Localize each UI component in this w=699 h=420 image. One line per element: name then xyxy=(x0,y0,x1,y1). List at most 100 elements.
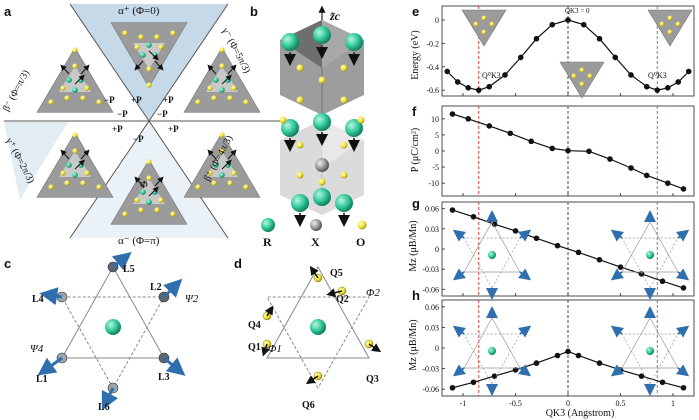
tile-inner xyxy=(59,66,91,92)
label-Q2: Q2 xyxy=(336,294,349,305)
data-point xyxy=(491,221,498,227)
inset-tile xyxy=(559,61,605,99)
data-point xyxy=(486,83,493,90)
oxygen-atom xyxy=(154,34,160,40)
inset-atom xyxy=(489,21,495,27)
o-atom-sphere xyxy=(318,76,326,84)
oxygen-atom xyxy=(211,95,217,101)
label-L2: L2 xyxy=(150,282,162,293)
oxygen-atom xyxy=(146,66,152,72)
y-tick-label: -0.4 xyxy=(426,63,439,72)
data-point xyxy=(486,123,493,129)
oxygen-atom xyxy=(243,184,249,190)
label-L6: L6 xyxy=(98,402,110,413)
oxygen-atom xyxy=(138,34,144,40)
data-point xyxy=(680,186,687,192)
r-atom xyxy=(146,199,152,205)
spin-arrow xyxy=(39,287,63,306)
oxygen-atom xyxy=(72,47,78,53)
data-point xyxy=(596,35,603,42)
pol-label: −P xyxy=(104,95,115,105)
data-point xyxy=(565,147,571,154)
inset-spin-arrow xyxy=(518,229,532,242)
inset-triangle xyxy=(463,317,521,369)
oxygen-atom xyxy=(154,207,160,213)
annot-q0-right: Q⁰K3 xyxy=(648,71,667,80)
data-point xyxy=(596,360,603,366)
label-alpha-minus: α⁻ (Φ=π) xyxy=(118,235,160,247)
inset-spin-arrow xyxy=(452,268,466,281)
inset-tile xyxy=(647,9,693,47)
pol-label: +P xyxy=(131,95,142,105)
panel-label-e: e xyxy=(412,4,419,19)
oxygen-atom xyxy=(207,85,213,91)
oxygen-atom xyxy=(134,197,140,203)
data-point xyxy=(533,360,540,366)
y-tick-label: 10 xyxy=(431,115,439,124)
data-point xyxy=(533,235,540,242)
oxygen-atom xyxy=(231,85,237,91)
displacement-arrow xyxy=(326,288,343,298)
panel-e: e Energy (eV) QK3 = 0 Q⁰K3 Q⁰K3 xyxy=(410,4,667,80)
r-atom-sphere xyxy=(313,188,331,206)
xlabel-shared: QK3 (Angstrom) xyxy=(546,408,615,419)
oxygen-atom xyxy=(80,95,86,101)
data-point xyxy=(491,373,498,379)
oxygen-atom xyxy=(195,184,201,190)
legend-R-sphere xyxy=(261,218,275,232)
inset-atom xyxy=(571,73,577,79)
inset-triangle xyxy=(621,221,679,273)
panel-label-d: d xyxy=(234,256,242,271)
oxygen-atom xyxy=(243,99,249,105)
spin-arrow xyxy=(80,64,90,75)
triangle-down xyxy=(61,296,165,390)
r-atom xyxy=(219,87,225,93)
r-atom-sphere xyxy=(291,194,309,212)
o-atom-sphere xyxy=(340,141,348,149)
spin-arrow xyxy=(60,149,70,160)
panel-g: g Mz (μB/Mn) xyxy=(408,196,420,272)
data-point xyxy=(565,17,571,23)
pol-label: −P xyxy=(157,109,168,119)
legend-X-label: X xyxy=(311,235,320,249)
inset-spin-arrow xyxy=(518,364,532,377)
y-tick-label: -0.03 xyxy=(422,265,439,274)
panel-b: b z̃c R X O xyxy=(250,4,367,249)
spin-arrow xyxy=(207,149,217,160)
inset-atom xyxy=(481,29,487,35)
data-point xyxy=(449,384,456,391)
r-atom-sphere xyxy=(281,33,299,51)
spin-arrow xyxy=(134,176,144,187)
pol-label: +P xyxy=(163,95,174,105)
phi-symbol: Φ xyxy=(140,180,148,191)
inset-spin-arrow xyxy=(610,325,624,338)
pol-label: −P xyxy=(133,134,144,144)
annot-q0-left: Q⁰K3 xyxy=(482,71,501,80)
inset-atom xyxy=(659,21,665,27)
inset-r-atom xyxy=(488,251,496,259)
oxygen-atom xyxy=(207,170,213,176)
oxygen-atom xyxy=(170,30,176,36)
data-point xyxy=(659,379,666,386)
r-atom xyxy=(66,77,72,83)
data-point xyxy=(638,271,645,277)
oxygen-atom xyxy=(158,197,164,203)
r-atom-sphere xyxy=(281,119,299,137)
displacement-arrow xyxy=(264,305,274,317)
oxygen-atom xyxy=(227,95,233,101)
oxygen-atom xyxy=(219,132,225,138)
data-point xyxy=(470,379,477,386)
x-atom-sphere xyxy=(315,158,329,172)
y-tick-label: 0.03 xyxy=(425,323,439,332)
o-atom-sphere xyxy=(357,116,365,124)
data-point xyxy=(575,249,582,256)
inset-spin-arrow xyxy=(676,268,690,281)
data-point xyxy=(659,278,666,285)
r-atom-sphere xyxy=(345,33,363,51)
ylabel-energy: Energy (eV) xyxy=(410,30,421,80)
inset-spin-arrow xyxy=(518,325,532,338)
spin-arrow xyxy=(148,50,159,61)
inset-atom xyxy=(579,67,585,73)
panel-label-a: a xyxy=(4,4,12,19)
inset-atom xyxy=(587,73,593,79)
